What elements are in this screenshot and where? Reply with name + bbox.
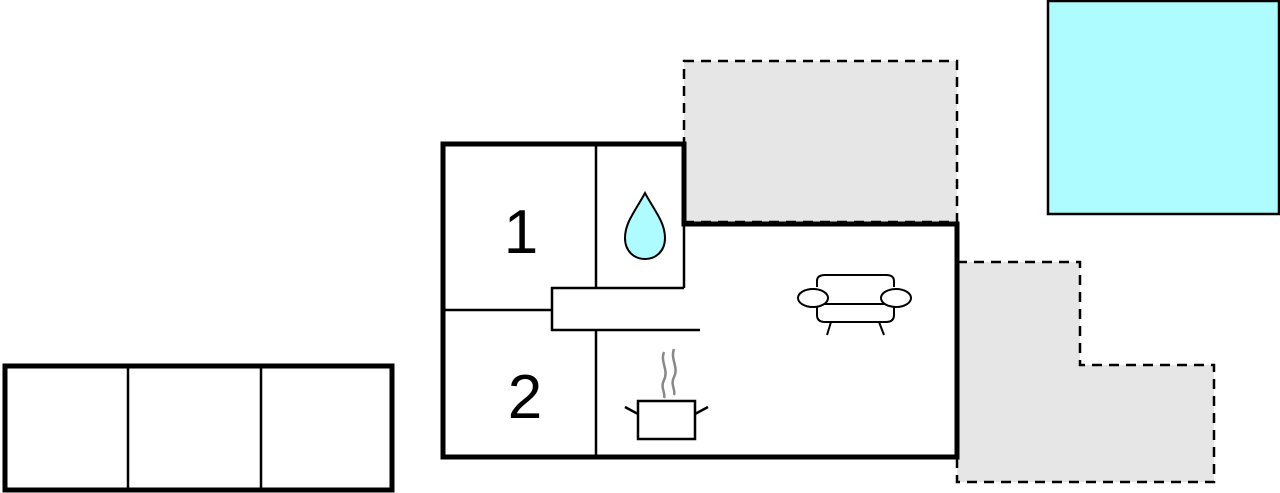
terrace-right [955, 260, 1216, 484]
terrace-top [682, 59, 959, 224]
wall-corridor [550, 286, 700, 332]
pool [1046, 0, 1280, 216]
cooking-pot-icon [624, 348, 709, 441]
house-outline [440, 141, 960, 460]
room-label-1: 1 [504, 198, 538, 267]
sofa-icon [797, 274, 912, 336]
annex-building [2, 363, 395, 493]
water-drop-icon [623, 190, 667, 261]
room-label-2: 2 [508, 363, 542, 432]
